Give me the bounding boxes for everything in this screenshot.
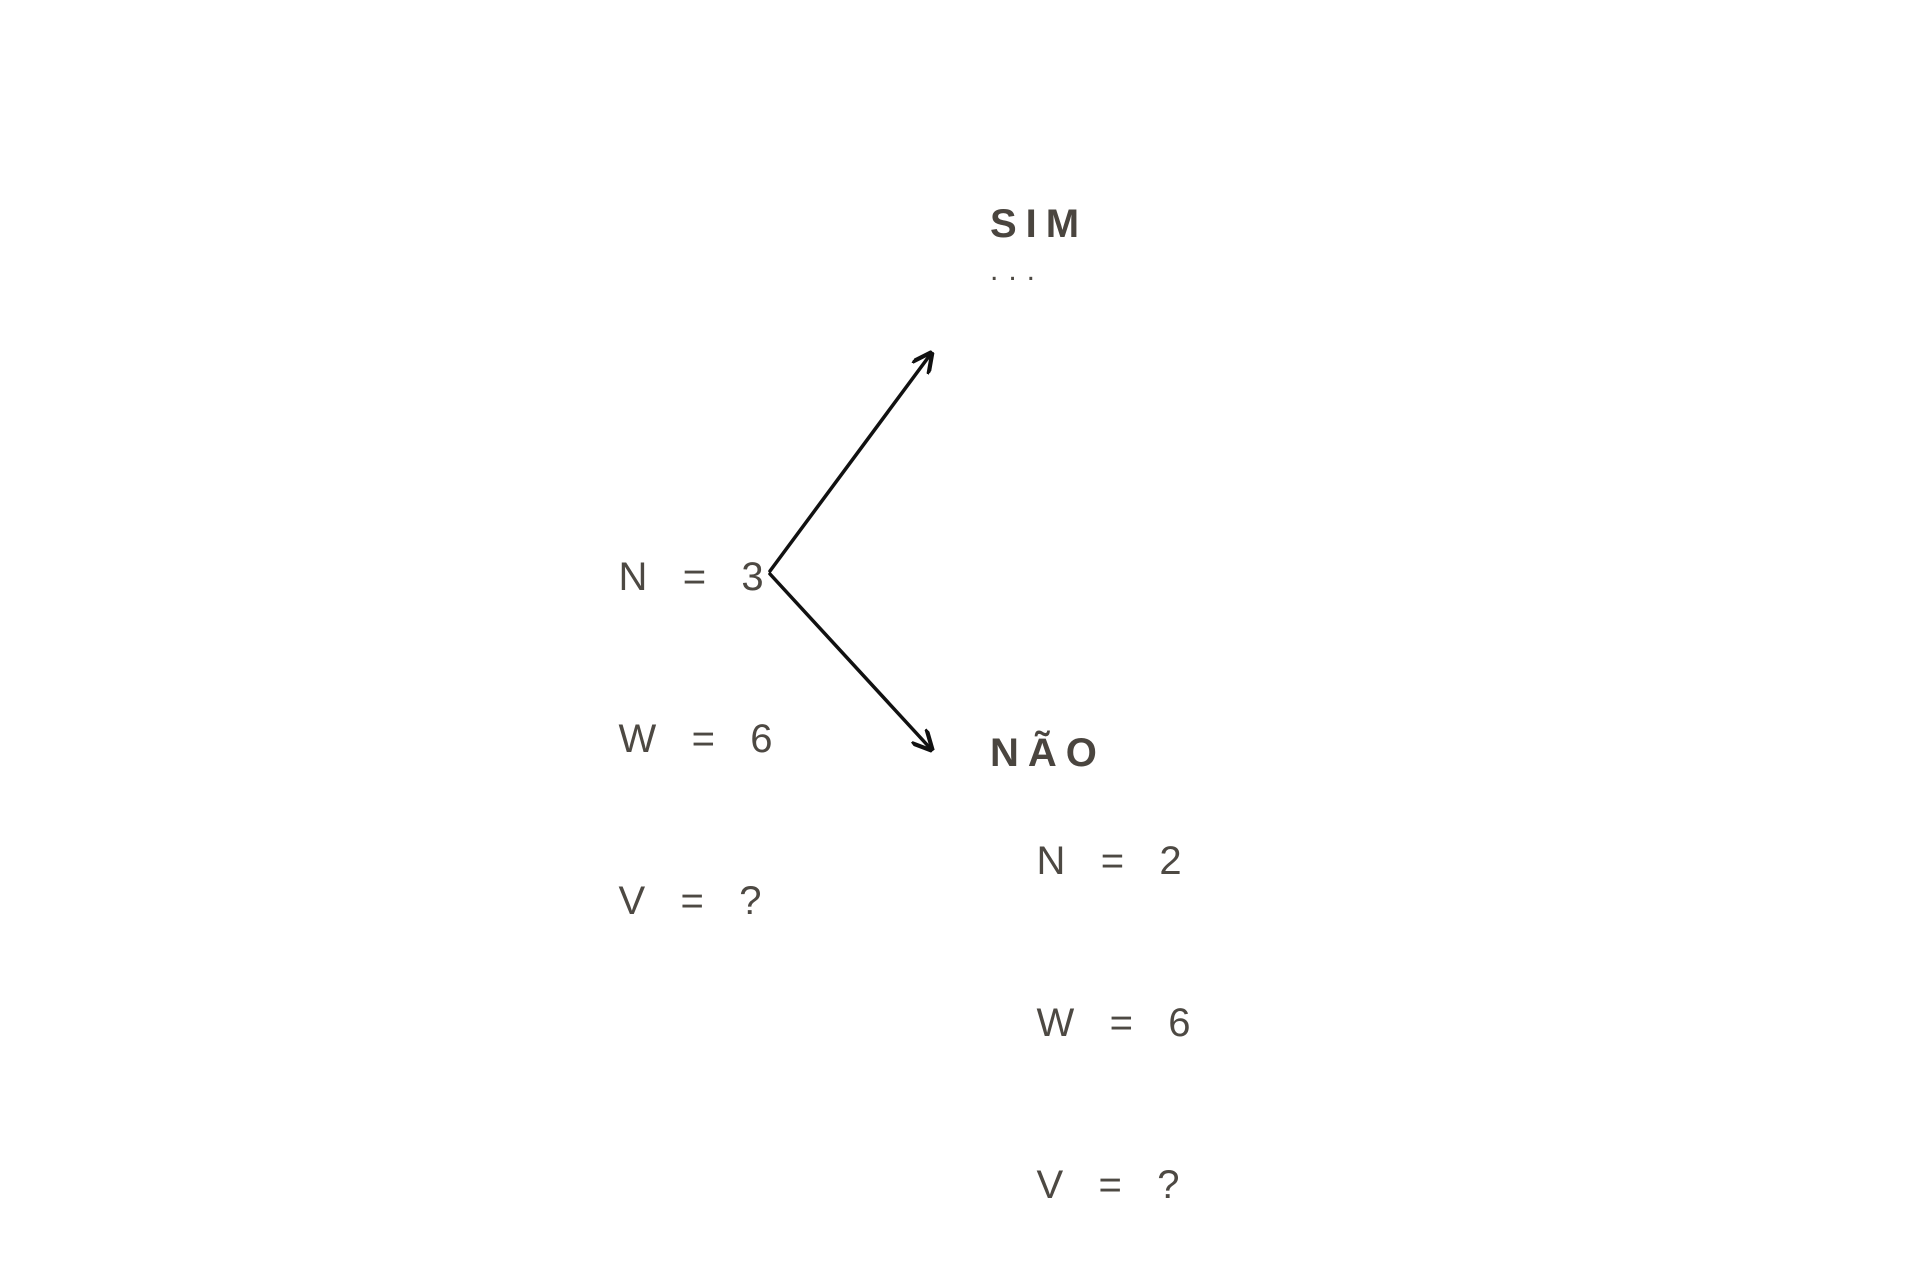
var-name: W [618,717,657,761]
root-node: N = 3 W = 6 V = ? [572,496,773,982]
arrow-to-no [768,572,930,748]
var-value: 3 [741,555,765,599]
no-row-v: V = ? [990,1104,1191,1266]
no-node: NÃO N = 2 W = 6 V = ? [990,726,1191,1266]
equals-sign: = [1109,1001,1134,1045]
no-row-n: N = 2 [990,780,1191,942]
var-value: 6 [750,717,774,761]
var-value: 6 [1168,1001,1192,1045]
equals-sign: = [691,717,716,761]
equals-sign: = [682,555,707,599]
no-label: NÃO [990,731,1106,775]
yes-label: SIM [990,202,1089,246]
root-row-n: N = 3 [572,496,773,658]
no-row-w: W = 6 [990,942,1191,1104]
arrow-to-yes [768,355,930,573]
var-value: ? [739,879,762,923]
yes-node: SIM ... [990,197,1088,291]
var-name: V [618,879,646,923]
equals-sign: = [1100,839,1125,883]
root-row-w: W = 6 [572,658,773,820]
var-name: W [1036,1001,1075,1045]
equals-sign: = [680,879,705,923]
yes-content: ... [990,254,1046,287]
branch-arrows [768,0,1920,1080]
var-name: V [1036,1163,1064,1207]
var-name: N [1036,839,1066,883]
root-row-v: V = ? [572,820,773,982]
equals-sign: = [1098,1163,1123,1207]
var-value: 2 [1159,839,1183,883]
var-name: N [618,555,648,599]
var-value: ? [1157,1163,1180,1207]
